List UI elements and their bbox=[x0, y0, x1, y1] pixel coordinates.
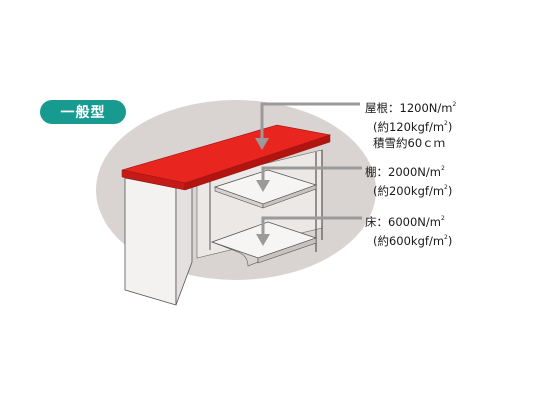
roof-snow-line: 積雪約60ｃｍ bbox=[373, 136, 446, 150]
floor-front-edge bbox=[211, 241, 259, 267]
floor-load-line-2: (約600kgf/m2) bbox=[373, 234, 453, 248]
roof-load-label: 屋根：1200N/m2 (約120kgf/m2) 積雪約60ｃｍ bbox=[365, 97, 456, 151]
roof-side-edge bbox=[184, 134, 331, 191]
roof-load-line-2: (約120kgf/m2) bbox=[373, 120, 453, 134]
roof-load-arrow bbox=[255, 102, 360, 150]
left-panel-edge bbox=[175, 182, 193, 306]
shelf-load-arrow bbox=[256, 166, 362, 192]
floor-load-arrow bbox=[256, 216, 362, 246]
floor-load-line-1: 床：6000N/m2 bbox=[365, 215, 445, 229]
middle-shelf-side bbox=[262, 184, 317, 209]
model-type-badge: 一般型 bbox=[40, 100, 126, 124]
floor-side bbox=[257, 237, 317, 264]
shelf-load-line-2: (約200kgf/m2) bbox=[373, 184, 453, 198]
floor-load-label: 床：6000N/m2 (約600kgf/m2) bbox=[365, 211, 452, 249]
left-side-panel bbox=[124, 177, 177, 306]
roof-load-line-1: 屋根：1200N/m2 bbox=[365, 101, 457, 115]
shelf-load-label: 棚：2000N/m2 (約200kgf/m2) bbox=[365, 161, 452, 199]
shelf-load-line-1: 棚：2000N/m2 bbox=[365, 165, 445, 179]
